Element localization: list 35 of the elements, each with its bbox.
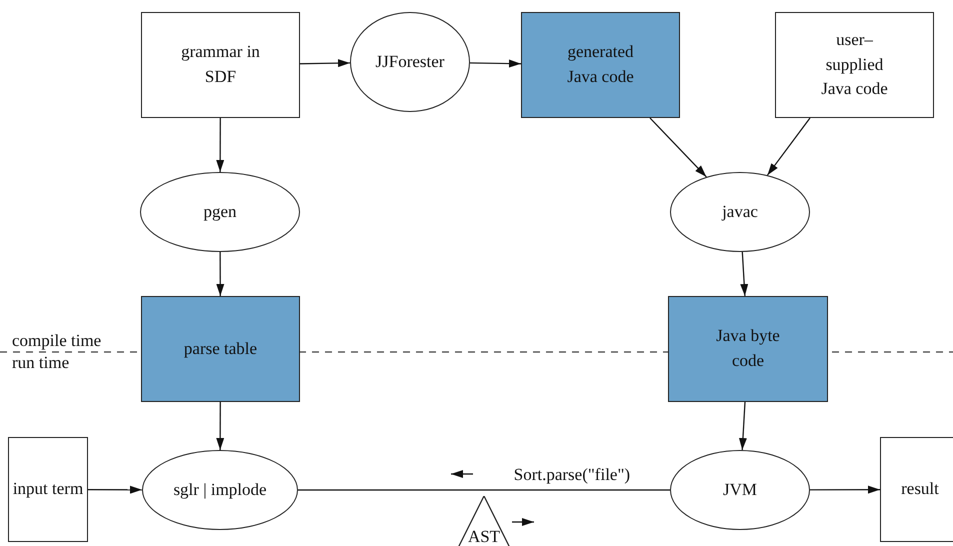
arrow — [216, 402, 224, 450]
process-box — [775, 12, 934, 118]
arrow — [88, 486, 142, 494]
node-label: JVM — [722, 478, 757, 501]
node-label: user–supplied Java code — [820, 29, 889, 100]
edge-label: Sort.parse("file") — [514, 466, 630, 483]
arrow — [810, 486, 880, 494]
node-label: result — [901, 478, 939, 500]
node-label: generated Java code — [566, 41, 635, 88]
process-box — [668, 296, 828, 402]
arrow — [740, 252, 748, 296]
connector-line — [298, 489, 670, 491]
phase-label: run time — [12, 354, 70, 371]
node-label: grammar in SDF — [180, 41, 261, 88]
process-box — [880, 437, 953, 542]
node-label: sglr | implode — [173, 478, 267, 501]
process-box — [521, 12, 680, 118]
arrow — [216, 118, 224, 172]
arrow — [470, 60, 522, 68]
node-label: pgen — [203, 200, 237, 223]
node-label: input term — [12, 478, 84, 500]
arrow — [300, 59, 350, 68]
node-label: Java byte code — [715, 325, 781, 372]
arrow — [650, 118, 707, 178]
arrow — [738, 402, 747, 450]
process-box — [141, 296, 300, 402]
process-box — [141, 12, 300, 118]
process-box — [8, 437, 88, 542]
phase-label: compile time — [12, 332, 102, 349]
node-label: JJForester — [376, 50, 444, 73]
node-label: parse table — [184, 338, 258, 360]
node-label: AST — [468, 526, 500, 546]
node-label: javac — [722, 200, 758, 223]
arrow — [216, 252, 224, 296]
arrow — [766, 118, 810, 176]
